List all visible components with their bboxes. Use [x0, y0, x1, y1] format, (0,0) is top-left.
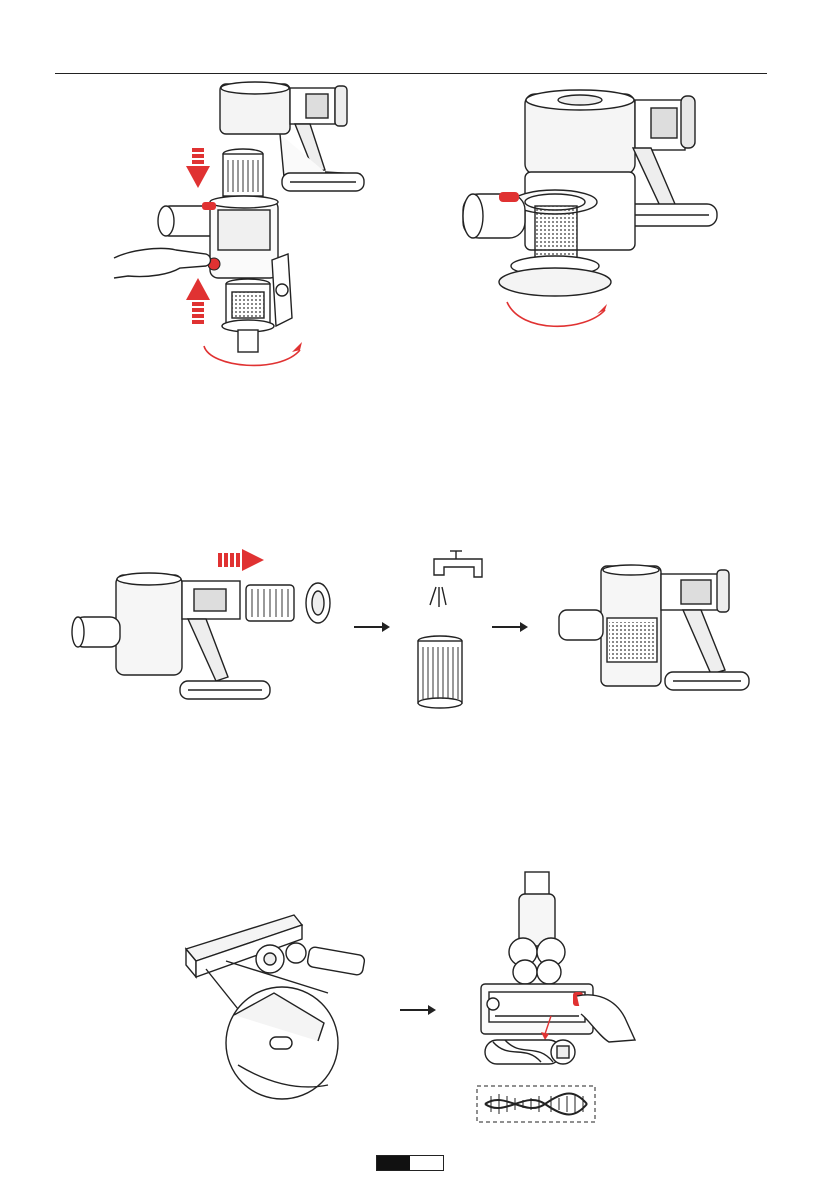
step-arrow	[490, 620, 530, 634]
brush-head-zoom-icon	[178, 895, 378, 1110]
header-rule	[55, 73, 767, 74]
filter-reinstalled-figure	[555, 560, 755, 700]
vacuum-dust-cup-rotate-icon	[455, 84, 725, 334]
dust-cup-removal-figure	[110, 78, 370, 378]
brush-head-release-figure	[178, 895, 378, 1110]
arrow-right-icon	[490, 620, 530, 634]
arrow-right-icon	[398, 1003, 438, 1017]
filter-washing-figure	[410, 545, 490, 715]
filter-remove-icon	[70, 545, 350, 715]
brush-roll-removal-figure	[465, 868, 640, 1130]
step-arrow	[398, 1003, 438, 1017]
page-number-dark-half	[377, 1156, 410, 1170]
page-number-light-half	[410, 1156, 443, 1170]
dust-cup-reattach-figure	[455, 84, 725, 334]
page-number-box	[376, 1155, 444, 1171]
filter-removal-figure	[70, 545, 350, 715]
vacuum-filter-installed-icon	[555, 560, 755, 700]
faucet-filter-wash-icon	[410, 545, 490, 715]
brush-roll-remove-icon	[465, 868, 640, 1130]
step-arrow	[352, 620, 392, 634]
arrow-right-icon	[352, 620, 392, 634]
vacuum-dust-cup-release-icon	[110, 78, 370, 378]
